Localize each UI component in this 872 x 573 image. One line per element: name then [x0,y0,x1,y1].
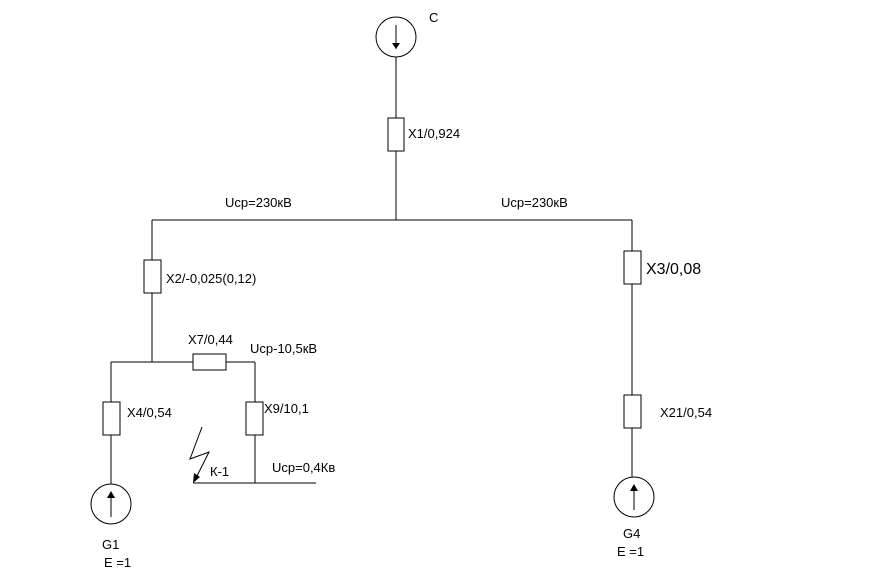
g4-name: G4 [623,526,640,541]
label-x21: X21/0,54 [660,405,712,420]
reactor-x4 [102,401,121,436]
generator-g4 [613,476,655,518]
g1-emf: E =1 [104,555,131,570]
reactor-x3 [623,250,642,285]
bus-label-right: Uср=230кВ [501,195,568,210]
fault-arrow-icon [189,426,211,483]
bus-label-mv: Uср-10,5кВ [250,341,317,356]
reactor-x9 [245,401,264,436]
g1-name: G1 [102,537,119,552]
reactor-x21 [623,394,642,429]
label-x3: X3/0,08 [646,261,701,278]
reactor-x2 [143,259,162,294]
label-x7: X7/0,44 [188,332,233,347]
reactor-x1 [387,117,405,152]
label-x4: X4/0,54 [127,405,172,420]
bus-label-left: Uср=230кВ [225,195,292,210]
fault-label: К-1 [210,464,229,479]
generator-g1 [90,483,132,525]
bus-label-lv: Uср=0,4Кв [272,460,335,475]
source-c [375,16,417,58]
reactor-x7 [192,353,227,371]
label-x9: X9/10,1 [264,401,309,416]
g4-emf: E =1 [617,544,644,559]
label-x2: X2/-0,025(0,12) [166,271,256,286]
label-x1: X1/0,924 [408,126,460,141]
source-label: C [429,10,438,25]
